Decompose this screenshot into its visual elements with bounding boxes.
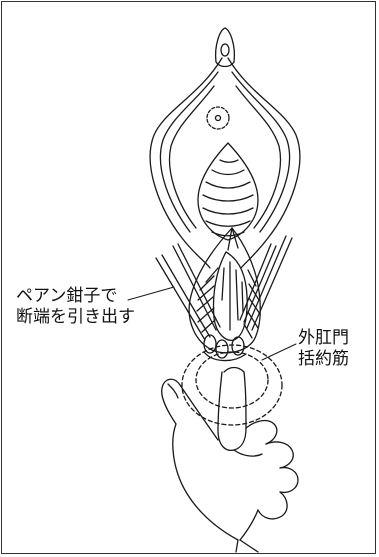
vaginal-opening <box>198 143 258 240</box>
forceps-right <box>240 236 292 330</box>
sphincter-leader-line <box>262 344 296 360</box>
forceps-left <box>156 244 220 340</box>
sphincter-label-line1: 外肛門 <box>298 328 349 349</box>
sphincter-label-line2: 括約筋 <box>298 349 349 370</box>
forceps-label-line1: ペアン鉗子で <box>16 286 135 307</box>
top-tip <box>216 28 235 67</box>
hand <box>162 368 298 553</box>
forceps-label: ペアン鉗子で 断端を引き出す <box>16 286 135 328</box>
sphincter-label: 外肛門 括約筋 <box>298 328 349 370</box>
urethral-opening <box>207 107 229 129</box>
sphincter-rings <box>182 345 282 425</box>
rectal-stump <box>189 228 260 353</box>
forceps-label-line2: 断端を引き出す <box>16 307 135 328</box>
